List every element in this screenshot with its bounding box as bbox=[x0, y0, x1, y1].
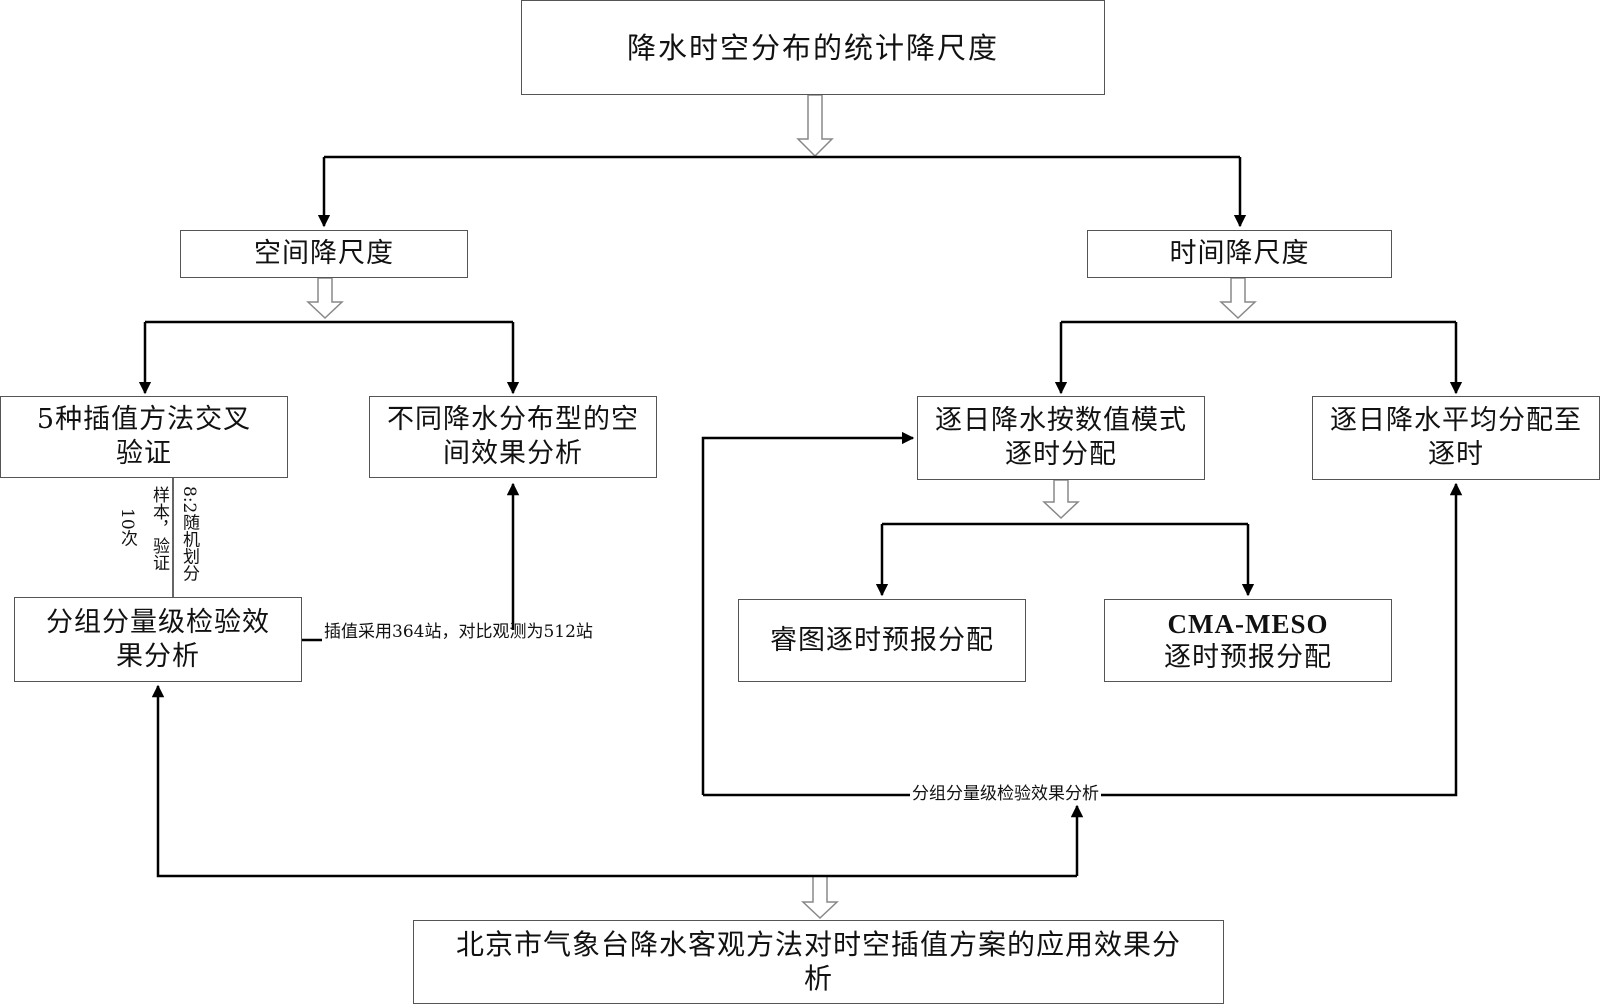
root-box: 降水时空分布的统计降尺度 bbox=[521, 0, 1105, 95]
cma-meso-line2: 逐时预报分配 bbox=[1164, 641, 1332, 673]
root-text: 降水时空分布的统计降尺度 bbox=[626, 30, 999, 65]
split-label-col2: 样本，验证 bbox=[149, 486, 169, 571]
loop-bottom-feedback bbox=[151, 684, 1084, 878]
split-label-col3: 10次 bbox=[117, 508, 137, 547]
bottom-box: 北京市气象台降水客观方法对时空插值方案的应用效果分析 bbox=[413, 920, 1224, 1004]
branch-spatial bbox=[138, 320, 520, 395]
nwp-alloc-box: 逐日降水按数值模式逐时分配 bbox=[917, 396, 1205, 480]
cma-meso-box: CMA-MESO 逐时预报分配 bbox=[1104, 599, 1392, 682]
group-eval-box: 分组分量级检验效果分析 bbox=[14, 597, 302, 682]
branch-nwp bbox=[875, 522, 1255, 597]
temporal-text: 时间降尺度 bbox=[1169, 238, 1310, 269]
dist-effect-box: 不同降水分布型的空间效果分析 bbox=[369, 396, 657, 478]
nwp-alloc-text: 逐日降水按数值模式逐时分配 bbox=[935, 405, 1187, 470]
ruitu-text: 睿图逐时预报分配 bbox=[770, 624, 994, 656]
hollow-arrow-nwp bbox=[1042, 479, 1080, 520]
interp-cv-text: 5种插值方法交叉验证 bbox=[36, 404, 252, 469]
spatial-box: 空间降尺度 bbox=[180, 230, 468, 278]
cma-meso-line1: CMA-MESO bbox=[1167, 608, 1329, 639]
branch-temporal bbox=[1054, 320, 1463, 395]
dist-effect-text: 不同降水分布型的空间效果分析 bbox=[387, 404, 639, 469]
interp-cv-box: 5种插值方法交叉验证 bbox=[0, 396, 288, 478]
hollow-arrow-root bbox=[796, 94, 834, 158]
bottom-text: 北京市气象台降水客观方法对时空插值方案的应用效果分析 bbox=[455, 928, 1181, 995]
link-group-to-dist bbox=[302, 482, 520, 642]
hollow-arrow-bottom bbox=[801, 875, 839, 920]
branch-root bbox=[317, 155, 1247, 228]
avg-alloc-text: 逐日降水平均分配至逐时 bbox=[1330, 405, 1582, 470]
group-eval-text: 分组分量级检验效果分析 bbox=[46, 606, 270, 672]
hollow-arrow-spatial bbox=[306, 277, 344, 320]
avg-alloc-box: 逐日降水平均分配至逐时 bbox=[1312, 396, 1600, 480]
stations-label: 插值采用364站，对比观测为512站 bbox=[324, 622, 593, 642]
group-eval-edge-label: 分组分量级检验效果分析 bbox=[910, 784, 1101, 804]
hollow-arrow-temporal bbox=[1219, 277, 1257, 320]
temporal-box: 时间降尺度 bbox=[1087, 230, 1392, 278]
ruitu-box: 睿图逐时预报分配 bbox=[738, 599, 1026, 682]
split-label-col1: 8:2随机划分 bbox=[179, 486, 199, 582]
spatial-text: 空间降尺度 bbox=[254, 238, 394, 269]
